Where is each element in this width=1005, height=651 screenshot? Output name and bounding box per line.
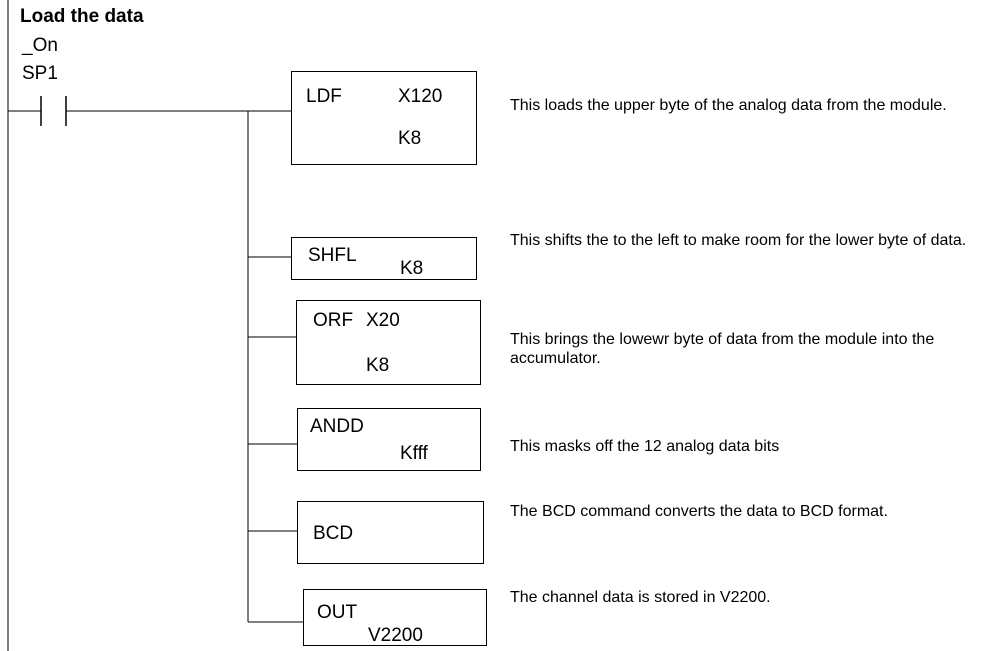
instruction-mnemonic: ORF xyxy=(313,310,354,331)
instruction-constant: K8 xyxy=(366,355,390,376)
instruction-box-andd[interactable]: ANDD Kfff xyxy=(297,408,481,471)
instruction-comment: This brings the lowewr byte of data from… xyxy=(510,331,935,367)
instruction-constant: V2200 xyxy=(368,625,423,646)
instruction-constant: Kfff xyxy=(400,443,428,464)
contact-label-line1: _On xyxy=(22,35,58,56)
instruction-mnemonic: LDF xyxy=(306,86,342,107)
contact-label-line2: SP1 xyxy=(22,63,58,84)
instruction-operand: X120 xyxy=(398,86,443,107)
instruction-mnemonic: SHFL xyxy=(308,245,357,266)
instruction-comment: The BCD command converts the data to BCD… xyxy=(510,503,888,520)
instruction-comment: This shifts the to the left to make room… xyxy=(510,232,967,249)
instruction-constant: K8 xyxy=(400,258,424,279)
instruction-box-ldf[interactable]: LDF X120 K8 xyxy=(291,71,477,165)
instruction-comment: The channel data is stored in V2200. xyxy=(510,589,771,606)
instruction-mnemonic: ANDD xyxy=(310,416,364,437)
instruction-box-shfl[interactable]: SHFL K8 xyxy=(291,237,477,280)
instruction-comment: This masks off the 12 analog data bits xyxy=(510,438,780,455)
instruction-mnemonic: OUT xyxy=(317,602,358,623)
rung-title: Load the data xyxy=(20,6,144,27)
instruction-constant: K8 xyxy=(398,128,422,149)
instruction-comment: This loads the upper byte of the analog … xyxy=(510,97,947,114)
instruction-box-orf[interactable]: ORF X20 K8 xyxy=(296,300,481,385)
instruction-box-out[interactable]: OUT V2200 xyxy=(303,589,487,646)
instruction-box-bcd[interactable]: BCD xyxy=(297,501,484,564)
instruction-operand: X20 xyxy=(366,310,400,331)
instruction-mnemonic: BCD xyxy=(313,523,354,544)
